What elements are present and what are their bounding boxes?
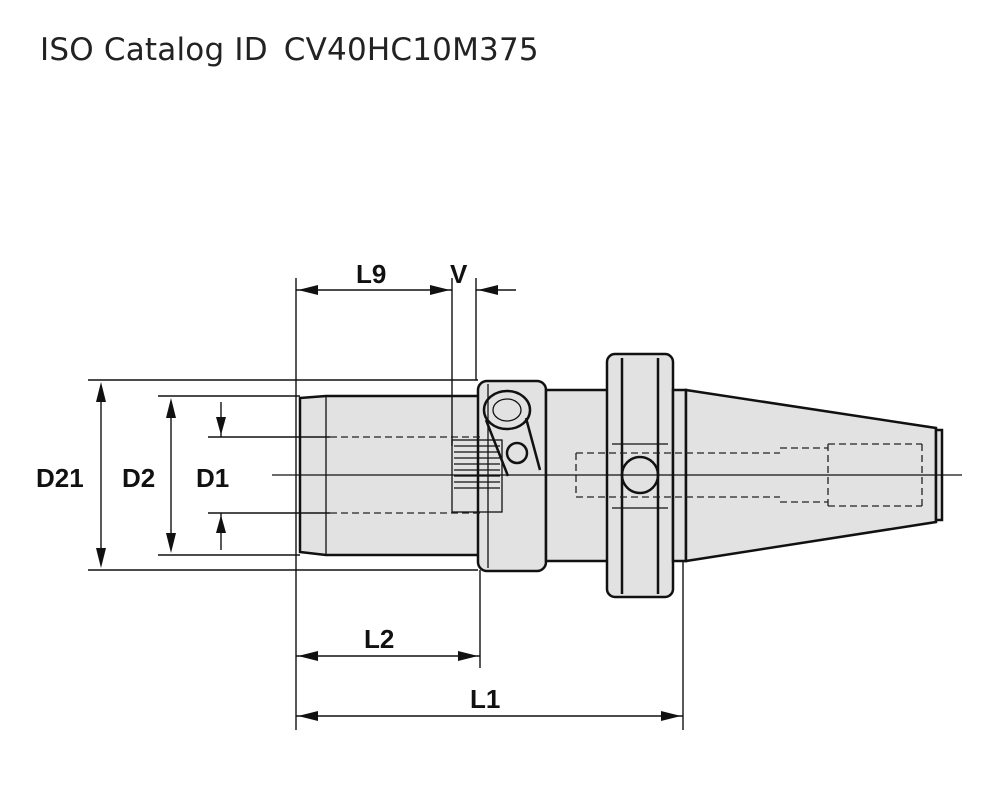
label-d1: D1 <box>196 463 229 493</box>
label-d21: D21 <box>36 463 84 493</box>
extension-lines <box>88 278 684 730</box>
label-l1: L1 <box>470 684 500 714</box>
hidden-lines <box>330 436 923 514</box>
label-l2: L2 <box>364 624 394 654</box>
dimension-v: V <box>450 259 516 295</box>
label-l9: L9 <box>356 259 386 289</box>
label-d2: D2 <box>122 463 155 493</box>
dimension-d21: D21 <box>36 382 106 568</box>
dimension-d1: D1 <box>196 402 229 550</box>
catalog-label: ISO Catalog ID <box>40 32 268 68</box>
label-v: V <box>450 259 468 289</box>
page-title: ISO Catalog ID CV40HC10M375 <box>40 22 539 78</box>
clamp-screw-icon <box>451 389 542 513</box>
dimension-l1: L1 <box>296 684 683 721</box>
dimension-l2: L2 <box>296 624 480 661</box>
catalog-id: CV40HC10M375 <box>283 32 539 68</box>
dimension-l9: L9 <box>296 259 452 295</box>
dimension-d2: D2 <box>122 398 176 553</box>
